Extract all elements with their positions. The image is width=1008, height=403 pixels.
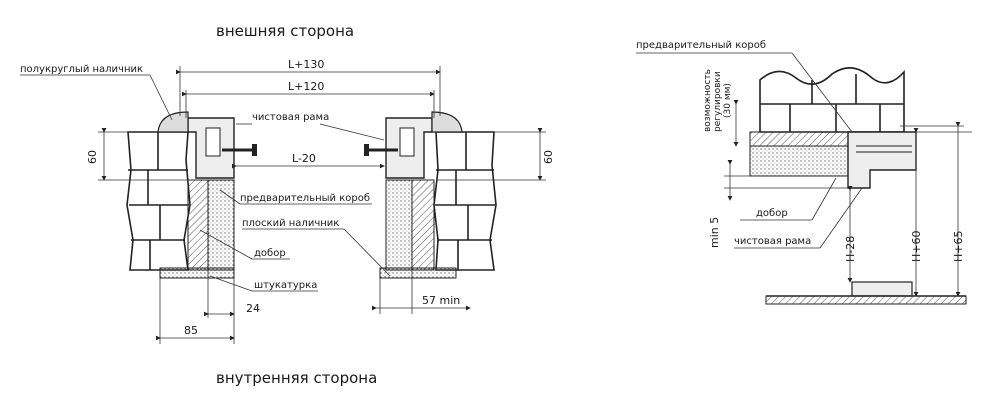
label-round-casing: полукруглый наличник [20, 64, 143, 75]
section-wall [759, 67, 905, 133]
label-flat-casing: плоский наличник [242, 218, 339, 229]
label-adjust-line3: (30 мм) [723, 83, 733, 118]
inner-side-heading: внутренняя сторона [216, 369, 377, 387]
label-pre-box: предварительный короб [240, 193, 370, 204]
round-casing-right [431, 111, 463, 133]
label-plaster: штукатурка [254, 280, 317, 291]
dim-57-min: 57 min [422, 294, 460, 307]
dim-h-28: H-28 [844, 236, 857, 262]
extension-left [187, 179, 209, 271]
left-wall [126, 131, 191, 271]
dim-24: 24 [246, 302, 260, 315]
label-section-pre-box: предварительный короб [636, 40, 766, 51]
label-finish-frame: чистовая рама [252, 112, 329, 123]
dim-h-60: H+60 [910, 231, 923, 263]
label-extension: добор [254, 248, 286, 259]
dim-60-right: 60 [542, 150, 555, 164]
label-adjust-line2: регулировки [713, 71, 723, 132]
dim-l120: L+120 [288, 80, 324, 93]
dim-l130: L+130 [288, 58, 324, 71]
label-adjust-line1: возможность [703, 69, 713, 132]
dim-h-65: H+65 [952, 231, 965, 263]
plan-view: внешняя сторона внутренняя сторона [20, 22, 555, 387]
dim-60-left: 60 [86, 150, 99, 164]
pre-box-left [207, 179, 235, 271]
label-section-finish-frame: чистовая рама [734, 236, 811, 247]
pre-box-right [385, 179, 413, 271]
outer-side-heading: внешняя сторона [216, 22, 354, 40]
round-casing-left [157, 111, 189, 133]
right-wall [433, 131, 497, 271]
section-extension [749, 145, 851, 177]
section-view: H-28 H+60 H+65 min 5 возможность регулир… [636, 40, 972, 305]
threshold [851, 281, 913, 297]
section-finish-frame [847, 131, 917, 189]
section-pre-box [749, 131, 851, 147]
dim-l20: L-20 [292, 152, 316, 165]
extension-right [411, 179, 435, 271]
label-section-extension: добор [756, 208, 788, 219]
floor [765, 295, 967, 305]
dim-min-5: min 5 [708, 217, 721, 248]
dim-85: 85 [184, 324, 198, 337]
